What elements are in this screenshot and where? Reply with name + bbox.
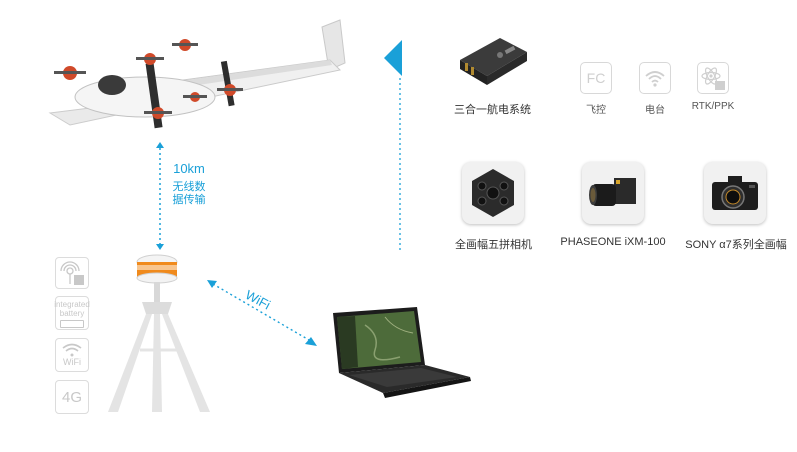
battery-icon: integrated battery [54,296,90,330]
sony-camera-label: SONY α7系列全画幅 [685,239,787,251]
avionics-label: 三合一航电系统 [454,104,531,116]
wifi-icon: WiFi [55,338,89,372]
wireless-link-line [156,142,164,250]
link-label-line2: 据传输 [172,194,206,206]
radio-label: 电台 [645,105,665,116]
sony-camera-icon [704,162,766,224]
avionics-module-image [460,38,527,85]
wifi-link-line [207,280,317,346]
radio-signal-icon [639,62,671,94]
phaseone-camera-icon [582,162,644,224]
laptop-image [333,307,471,398]
link-label-line1: 无线数 [172,181,206,193]
phaseone-camera-label: PHASEONE iXM-100 [560,236,666,248]
rtk-atom-icon [697,62,729,94]
4g-icon: 4G [55,380,89,414]
base-station-image [108,254,210,412]
fc-label: 飞控 [586,105,606,116]
rtk-ppk-icon [55,257,89,289]
rtk-ppk-label: RTK/PPK [691,101,735,112]
section-divider [384,40,402,252]
vtol-drone-image [48,19,346,129]
five-lens-camera-icon [462,162,524,224]
five-lens-camera-label: 全画幅五拼相机 [455,239,532,251]
link-distance: 10km [173,161,205,176]
fc-icon: FC [580,62,612,94]
